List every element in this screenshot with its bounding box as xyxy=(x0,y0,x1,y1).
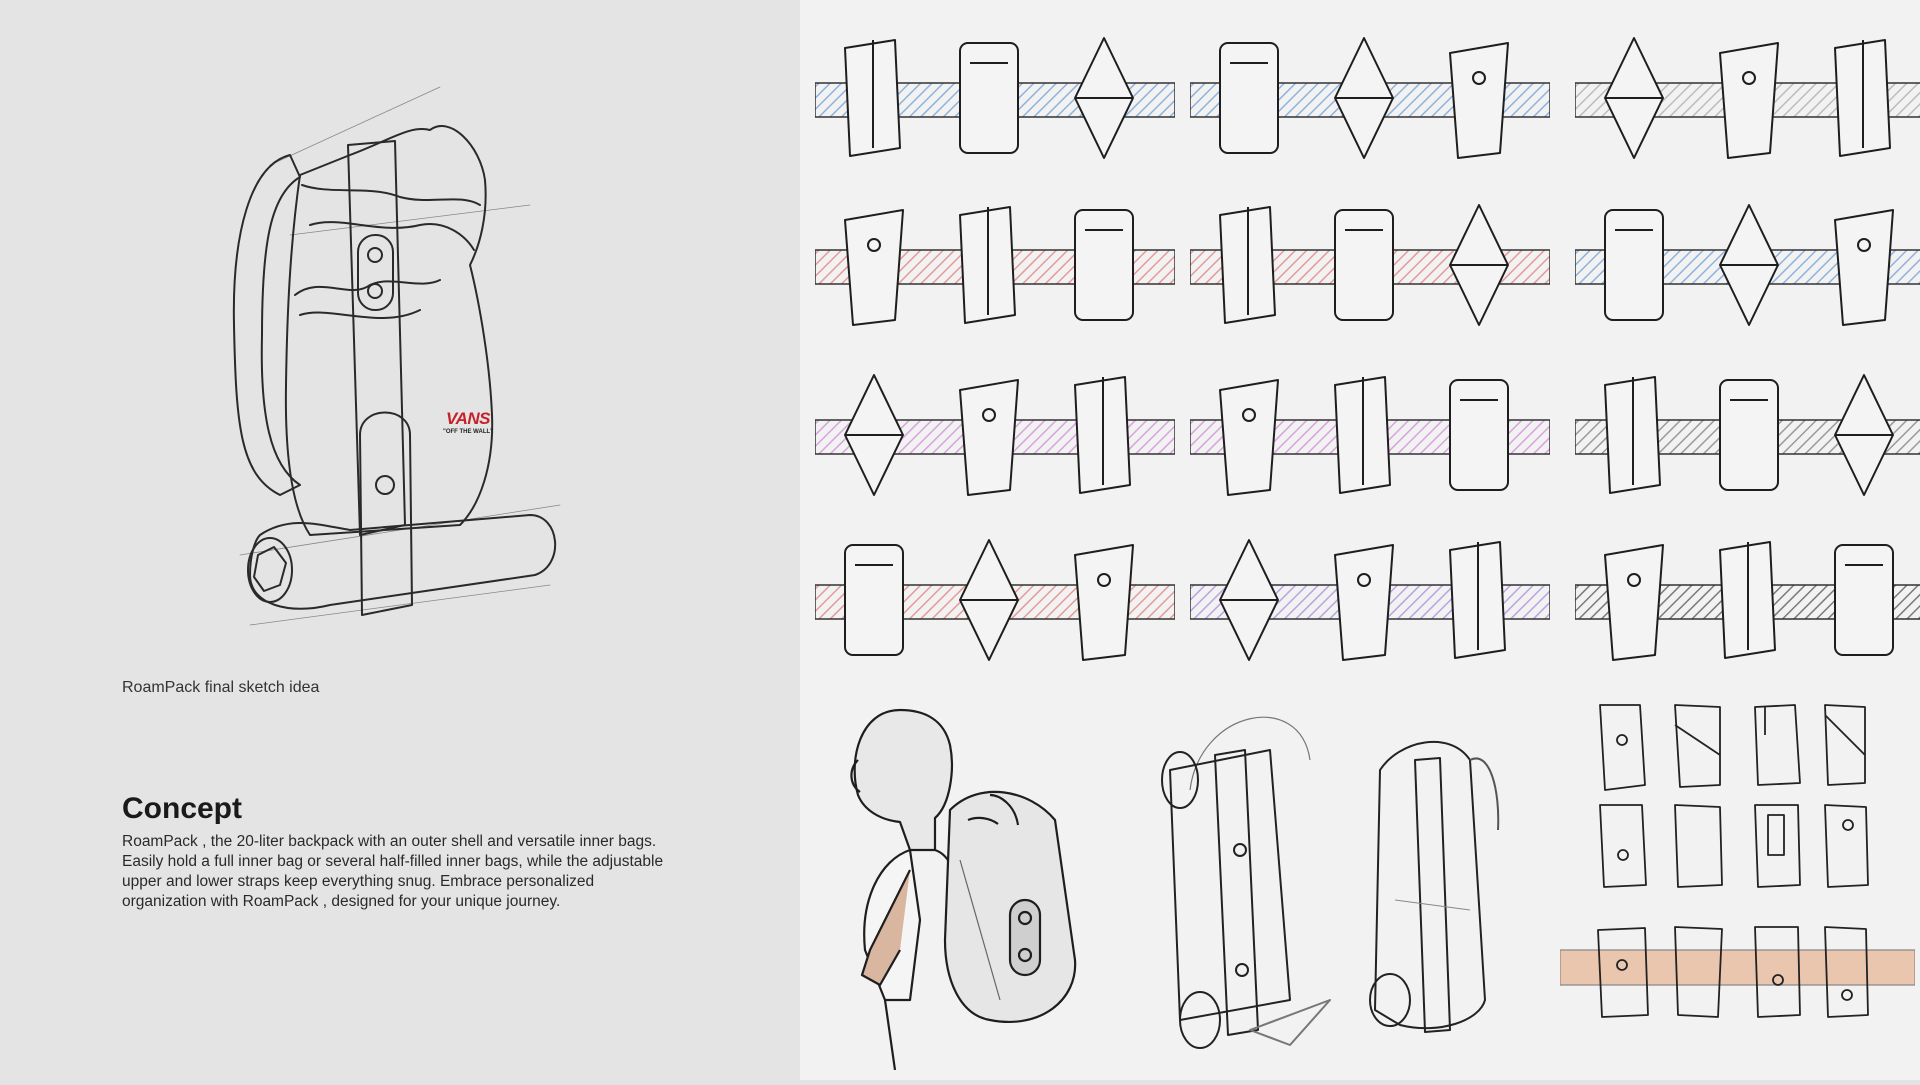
orange-stripe xyxy=(1559,949,1916,986)
sketch-panel xyxy=(1574,355,1920,520)
backpack-sketch xyxy=(1604,37,1664,159)
sketch-panel xyxy=(1574,18,1920,183)
backpack-sketch xyxy=(1219,42,1279,154)
backpack-sketch xyxy=(1834,374,1894,496)
sketch-panel xyxy=(1189,520,1551,685)
backpack-sketch xyxy=(1074,209,1134,321)
backpack-sketch xyxy=(1719,541,1776,659)
right-panel xyxy=(800,0,1920,1080)
backpack-sketch xyxy=(1219,379,1279,496)
sketch-panel xyxy=(1189,185,1551,350)
backpack-sketch xyxy=(1719,42,1779,159)
backpack-sketch xyxy=(1334,209,1394,321)
backpack-sketch xyxy=(1334,376,1391,494)
backpack-sketch xyxy=(1449,541,1506,659)
concept-title: Concept xyxy=(122,792,242,825)
sketch-caption: RoamPack final sketch idea xyxy=(122,679,320,696)
backpack-sketch xyxy=(959,42,1019,154)
backpack-sketch xyxy=(844,374,904,496)
sketch-panel xyxy=(814,520,1176,685)
backpack-sketch xyxy=(1074,37,1134,159)
rolltop-backpack-sketches xyxy=(1140,700,1600,1070)
backpack-final-sketch: VANS "OFF THE WALL" xyxy=(230,85,590,645)
backpack-sketch xyxy=(1449,379,1509,491)
sketch-panel xyxy=(1574,520,1920,685)
backpack-sketch xyxy=(1449,42,1509,159)
backpack-sketch xyxy=(959,379,1019,496)
backpack-sketch xyxy=(1834,209,1894,326)
small-backpack-variants xyxy=(1559,695,1916,1080)
backpack-sketch xyxy=(959,539,1019,661)
logo-tagline: "OFF THE WALL" xyxy=(442,429,493,435)
sketch-panel xyxy=(1189,18,1551,183)
backpack-sketch xyxy=(1334,544,1394,661)
sketch-panel xyxy=(814,185,1176,350)
sketch-panel xyxy=(814,355,1176,520)
backpack-sketch xyxy=(1604,209,1664,321)
logo-brand: VANS xyxy=(446,409,490,428)
backpack-sketch xyxy=(1604,544,1664,661)
sketch-panel xyxy=(1189,355,1551,520)
concept-body: RoamPack , the 20-liter backpack with an… xyxy=(122,833,664,910)
backpack-sketch xyxy=(1219,539,1279,661)
sketch-panel xyxy=(814,18,1176,183)
backpack-sketch xyxy=(844,544,904,656)
vans-logo: VANS "OFF THE WALL" xyxy=(428,410,508,436)
backpack-sketch xyxy=(959,206,1016,324)
backpack-sketch xyxy=(1074,376,1131,494)
backpack-sketch xyxy=(1719,379,1779,491)
backpack-sketch xyxy=(844,209,904,326)
backpack-sketch xyxy=(1604,376,1661,494)
backpack-sketch xyxy=(844,39,901,157)
backpack-sketch xyxy=(1074,544,1134,661)
character-with-backpack-sketch xyxy=(840,700,1120,1071)
backpack-sketch xyxy=(1719,204,1779,326)
backpack-sketch xyxy=(1219,206,1276,324)
left-panel: VANS "OFF THE WALL" RoamPack final sketc… xyxy=(0,0,800,1080)
backpack-sketch xyxy=(1834,39,1891,157)
sketch-panel xyxy=(1574,185,1920,350)
backpack-sketch xyxy=(1834,544,1894,656)
backpack-sketch xyxy=(1334,37,1394,159)
backpack-sketch xyxy=(1449,204,1509,326)
